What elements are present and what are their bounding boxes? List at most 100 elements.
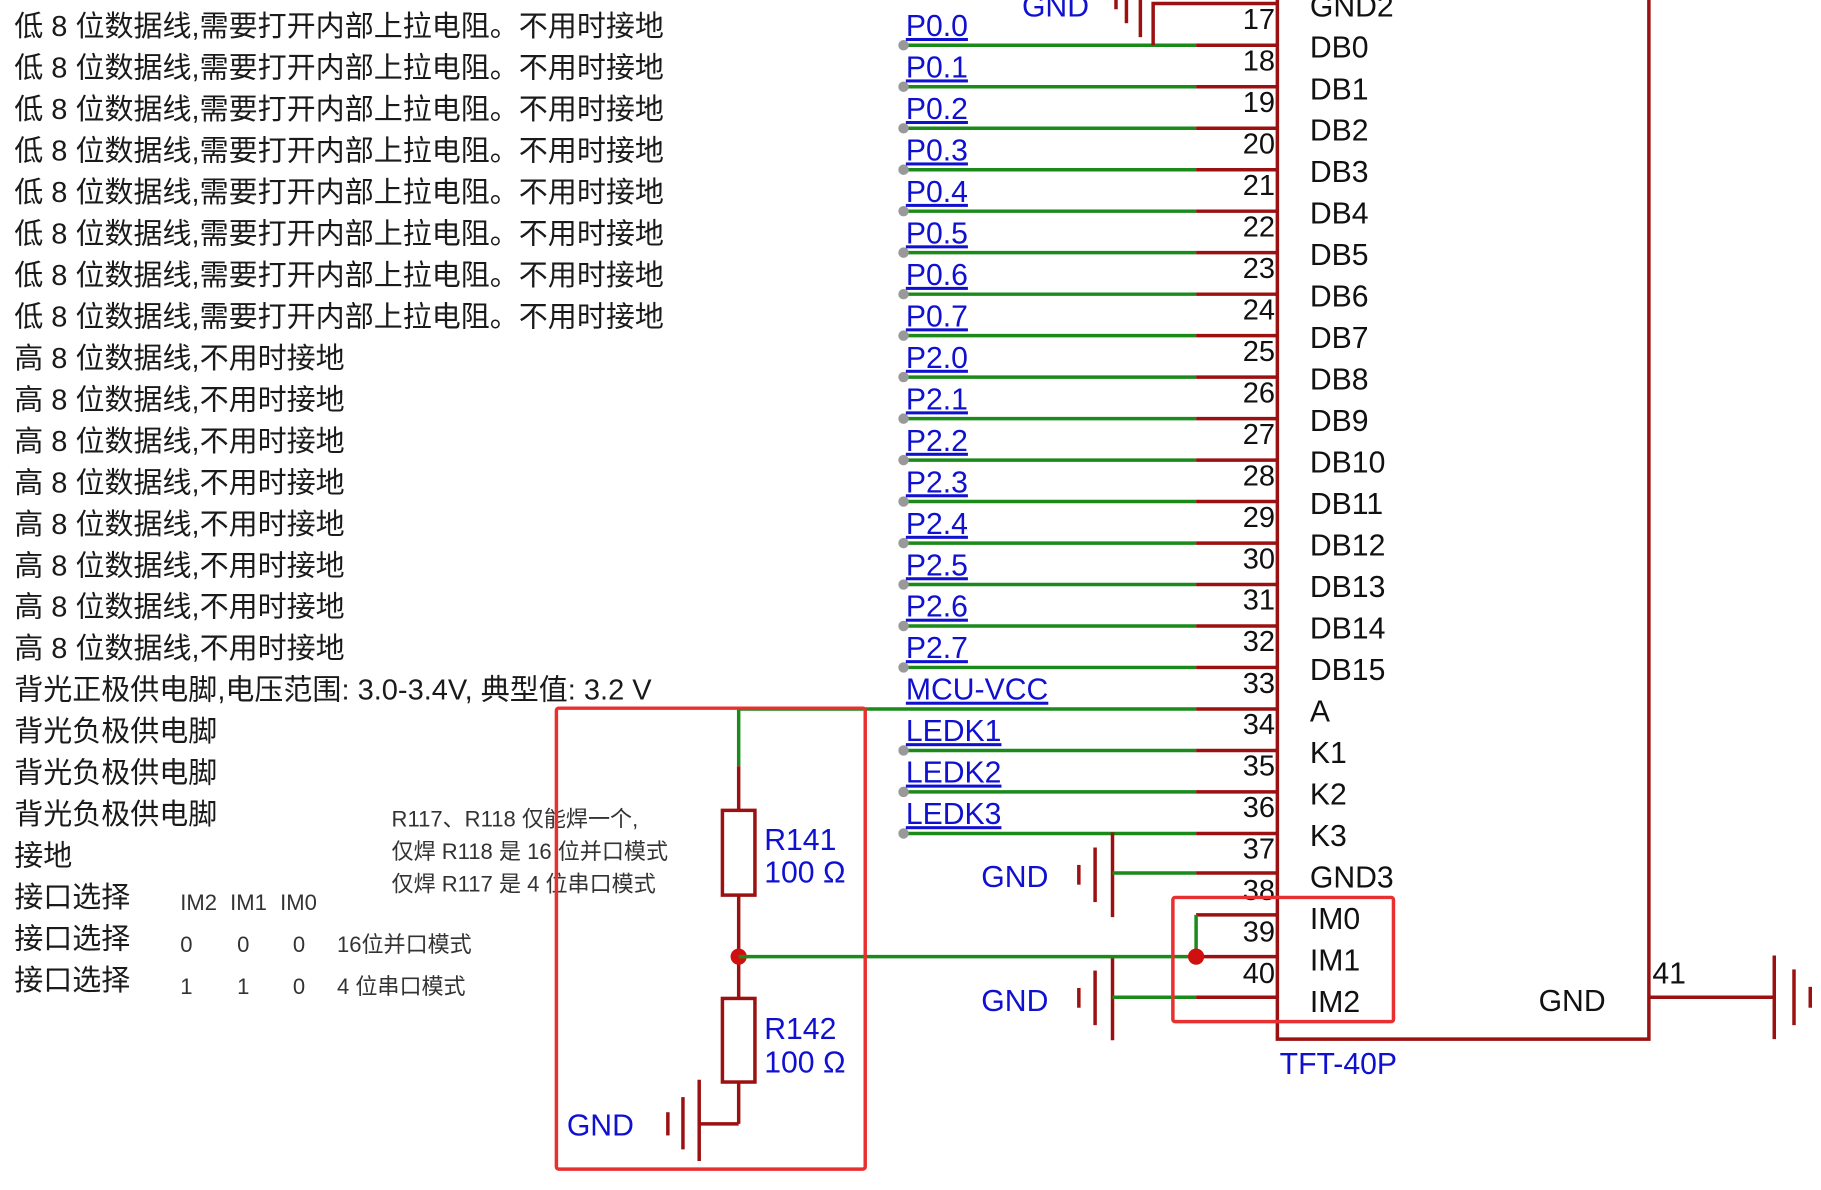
pin-number: 25 <box>1243 336 1275 368</box>
net-label: P2.6 <box>906 591 968 624</box>
wire-end-dot <box>898 579 909 590</box>
pin-label: GND3 <box>1310 861 1394 894</box>
net-label: P2.2 <box>906 425 968 458</box>
pin-label: DB1 <box>1310 73 1369 106</box>
wire-end-dot <box>898 205 909 217</box>
pin-label: DB4 <box>1310 198 1369 231</box>
pin-description: 高 8 位数据线,不用时接地 <box>14 466 344 499</box>
gnd-label: GND <box>567 1109 634 1142</box>
pin-number: 36 <box>1243 792 1275 824</box>
pin-number: 40 <box>1243 958 1275 990</box>
mode-table: IM2 IM1 IM0 0 0 0 16位并口模式 1 1 0 4 位串口模式 <box>180 890 471 999</box>
pin-label: DB7 <box>1310 322 1369 355</box>
net-labels: P0.0P0.1P0.2P0.3P0.4P0.5P0.6P0.7P2.0P2.1… <box>906 10 1048 831</box>
mode-header-im2: IM2 <box>180 890 217 915</box>
tft-40p-connector: TFT-40P GND 41 <box>1275 0 1812 1081</box>
mode-value: 0 <box>293 974 305 999</box>
resistor-divider: R141 100 Ω R142 100 Ω GND <box>567 708 845 1161</box>
pin-description: 背光负极供电脚 <box>14 798 217 831</box>
mode-value: 1 <box>237 974 249 999</box>
mode-value: 1 <box>180 974 192 999</box>
r141-ref: R141 <box>764 824 836 857</box>
highlight-box-resistors <box>554 706 867 1171</box>
note-line: 仅焊 R118 是 16 位并口模式 <box>392 839 668 864</box>
mode-header-im0: IM0 <box>280 890 317 915</box>
pin-number: 31 <box>1243 585 1275 617</box>
net-label: P0.6 <box>906 259 968 292</box>
mode-value: 0 <box>237 932 249 957</box>
wire-end-dot <box>898 828 909 839</box>
net-label: LEDK2 <box>906 757 1002 790</box>
pin-number: 27 <box>1243 419 1275 451</box>
net-label: P0.2 <box>906 93 968 126</box>
mode-value: 0 <box>293 932 305 957</box>
pin-description: 接地 <box>14 840 72 873</box>
pin-number: 38 <box>1243 875 1275 907</box>
pin-label: DB6 <box>1310 281 1369 314</box>
pin-number: 34 <box>1243 709 1275 741</box>
pin-description: 高 8 位数据线,不用时接地 <box>14 383 344 416</box>
r141-value: 100 Ω <box>764 856 845 889</box>
pin-description: 背光负极供电脚 <box>14 757 217 790</box>
wire-end-dot <box>898 620 909 632</box>
pin-description: 接口选择 <box>14 964 130 997</box>
mode-header-im1: IM1 <box>230 890 267 915</box>
pin-label: DB9 <box>1310 405 1369 438</box>
pin-description: 低 8 位数据线,需要打开内部上拉电阻。不用时接地 <box>14 176 664 209</box>
pin-label: DB14 <box>1310 612 1385 645</box>
resistor-r141 <box>720 808 757 897</box>
mode-name: 16位并口模式 <box>337 932 472 957</box>
pin-number: 24 <box>1243 294 1275 326</box>
pin-description: 低 8 位数据线,需要打开内部上拉电阻。不用时接地 <box>14 10 664 43</box>
junction-dot <box>1187 948 1205 965</box>
wire-end-dot <box>898 288 909 300</box>
wire-end-dot <box>898 247 909 258</box>
gnd-label: GND <box>981 985 1048 1018</box>
wire-end-dot <box>898 537 909 549</box>
pin-label: DB10 <box>1310 447 1385 480</box>
highlight-box-im-pins <box>1171 895 1396 1024</box>
net-label: P2.3 <box>906 466 968 499</box>
net-label: LEDK3 <box>906 798 1002 831</box>
pin-label: GND2 <box>1310 0 1394 23</box>
pin-number: 28 <box>1243 460 1275 492</box>
gnd-label: GND <box>981 861 1048 894</box>
pin-label: IM1 <box>1310 944 1360 977</box>
pin-description: 接口选择 <box>14 881 130 914</box>
r142-ref: R142 <box>764 1013 836 1046</box>
pin-number: 23 <box>1243 253 1275 285</box>
pin-number: 29 <box>1243 502 1275 534</box>
pin-description: 背光正极供电脚,电压范围: 3.0-3.4V, 典型值: 3.2 V <box>14 674 652 707</box>
r142-value: 100 Ω <box>764 1047 845 1080</box>
pin-description: 高 8 位数据线,不用时接地 <box>14 632 344 665</box>
wire-end-dot <box>898 371 909 383</box>
gnd-symbols: GND GND GND <box>738 0 1278 1041</box>
chip-pins: 1718192021222324252627282930313233343536… <box>1243 0 1394 1019</box>
net-label: P0.1 <box>906 51 968 84</box>
pin-label: K1 <box>1310 737 1347 770</box>
pin-number: 17 <box>1243 4 1275 36</box>
net-label: MCU-VCC <box>906 674 1048 707</box>
net-label: P2.1 <box>906 383 968 416</box>
pin-label: A <box>1310 695 1331 728</box>
pin-label: DB11 <box>1310 488 1383 521</box>
net-label: P2.0 <box>906 342 968 375</box>
mode-value: 0 <box>180 932 192 957</box>
pin-label: IM0 <box>1310 903 1360 936</box>
net-label: P0.3 <box>906 134 968 167</box>
pin-label: DB0 <box>1310 32 1369 65</box>
net-label: P0.0 <box>906 10 968 43</box>
pin-label: K2 <box>1310 778 1347 811</box>
mode-name: 4 位串口模式 <box>337 974 466 999</box>
pin-label: IM2 <box>1310 986 1360 1019</box>
pin-number: 39 <box>1243 917 1275 949</box>
pin-label: DB13 <box>1310 571 1385 604</box>
wire-end-dot <box>898 745 909 756</box>
pin-number: 18 <box>1243 45 1275 77</box>
pin-label: DB15 <box>1310 654 1385 687</box>
pin-number: 30 <box>1243 543 1275 575</box>
pin-description: 高 8 位数据线,不用时接地 <box>14 549 344 582</box>
pin-description: 高 8 位数据线,不用时接地 <box>14 342 344 375</box>
pin-description: 低 8 位数据线,需要打开内部上拉电阻。不用时接地 <box>14 93 664 126</box>
pin-description: 低 8 位数据线,需要打开内部上拉电阻。不用时接地 <box>14 300 664 333</box>
